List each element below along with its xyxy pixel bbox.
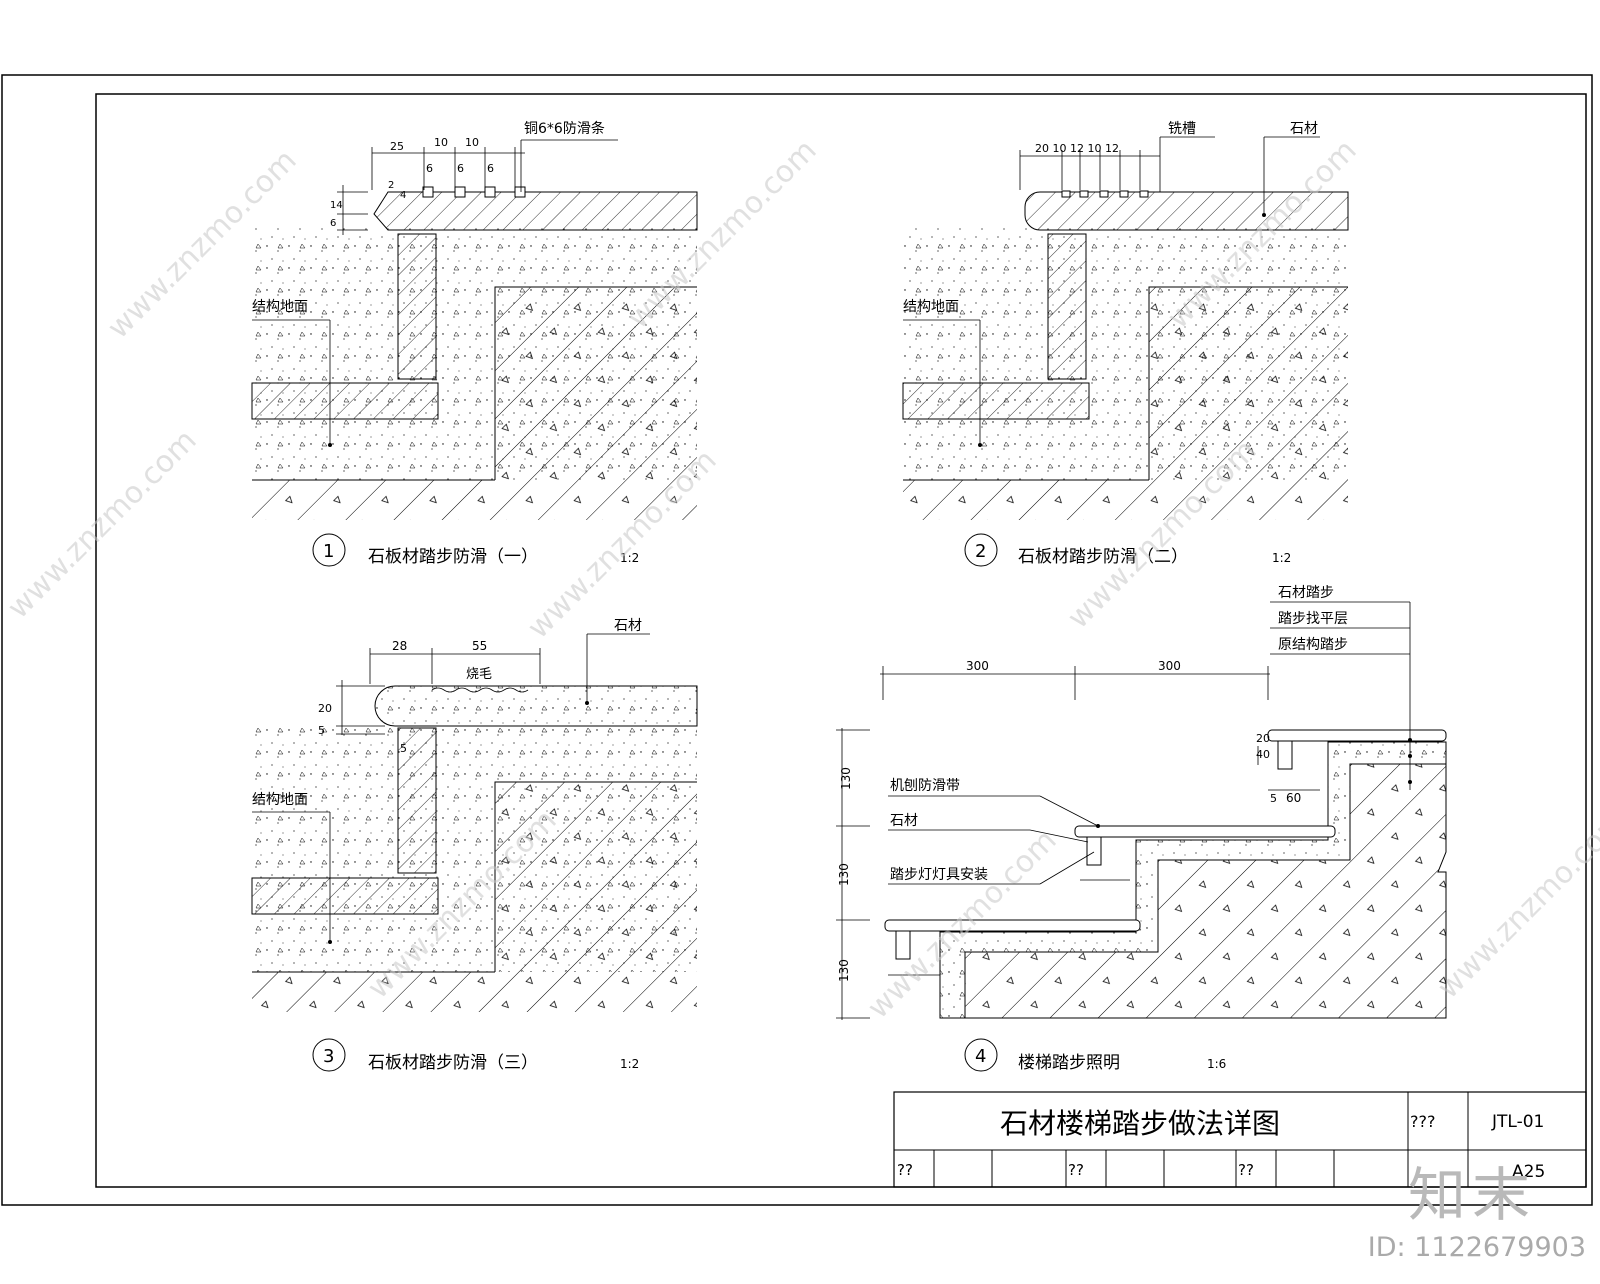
detail-4-dim-40: 40 [1256,748,1270,761]
detail-4-leveling-layer [939,741,1447,1019]
detail-3: 28 55 烧毛 20 5 5 石材 结构地面 3 石板材踏步防滑（三） 1:2 [251,618,698,1073]
detail-3-dim-v20: 20 [318,702,332,715]
detail-4-dim-20: 20 [1256,732,1270,745]
watermark-text: www.znzmo.com [1,423,204,626]
brand-logo: 知末 [1408,1161,1537,1229]
detail-4-tread-3 [1267,729,1447,742]
detail-4-dim-5: 5 [1270,792,1277,805]
detail-3-label-stone: 石材 [614,618,642,634]
detail-1-label-floor: 结构地面 [252,299,308,315]
detail-4-number: 4 [975,1046,986,1067]
detail-1-number-circle [312,533,346,567]
detail-4-lamp-3 [1277,740,1293,770]
detail-2-label-stone: 石材 [1290,121,1318,137]
outer-frame [1,74,1593,1206]
detail-4-tread-1 [884,919,1141,932]
detail-3-floor-stone [251,877,439,915]
detail-3-dim-28: 28 [392,639,407,653]
title-block-code: JTL-01 [1491,1112,1544,1132]
detail-1-structure [252,287,697,520]
detail-1-riser [397,233,437,380]
detail-2-dim-chain: 20 10 12 10 12 [1035,142,1119,155]
detail-1-scale: 1:2 [620,551,639,565]
title-block-label-q4: ?? [1238,1161,1254,1179]
detail-4-dim-130c: 130 [837,959,851,982]
title-block-sheet: A25 [1512,1162,1545,1182]
detail-3-dim-55: 55 [472,639,487,653]
detail-1-note-copper-strip: 铜6*6防滑条 [524,120,605,137]
detail-3-label-floor: 结构地面 [252,792,308,808]
title-block-label-q2: ?? [897,1161,913,1179]
detail-4-label-tread: 石材踏步 [1278,585,1334,601]
detail-1-dim-25: 25 [390,140,404,153]
detail-4-tread-2 [1074,825,1336,838]
detail-2-riser [1047,233,1087,380]
detail-4-scale: 1:6 [1207,1057,1226,1071]
image-id-label: ID: 1122679903 [1367,1232,1586,1263]
detail-4-label-stone: 石材 [890,813,918,829]
detail-2-stone-tread [1024,191,1349,231]
detail-1-dim-v14: 14 [330,200,343,211]
detail-4-dim-130b: 130 [837,863,851,886]
detail-2-scale: 1:2 [1272,551,1291,565]
detail-3-title: 石板材踏步防滑（三） [368,1053,538,1073]
detail-2-structure [903,287,1348,520]
detail-4-label-lamp: 踏步灯灯具安装 [890,867,988,883]
watermark-text: www.znzmo.com [1431,803,1600,1006]
detail-4-number-circle [964,1038,998,1072]
detail-4-dim-300b: 300 [1158,659,1181,673]
detail-4-structure [964,763,1447,1019]
inner-frame [95,93,1587,1188]
detail-1-dim-v6: 6 [330,218,336,229]
detail-1-stone-tread [373,191,698,231]
detail-4-title: 楼梯踏步照明 [1018,1053,1120,1073]
detail-4: 300 300 130 130 130 40 20 5 60 石材踏步 踏步找平… [836,585,1447,1073]
detail-1-dim-6b: 6 [457,162,464,175]
detail-4-dim-300a: 300 [966,659,989,673]
title-block-label-q3: ?? [1068,1161,1084,1179]
detail-1-dim-6c: 6 [487,162,494,175]
detail-3-number-circle [312,1038,346,1072]
detail-3-scale: 1:2 [620,1057,639,1071]
detail-1-dim-10a: 10 [434,136,448,149]
detail-3-riser [397,727,437,874]
detail-4-dim-130a: 130 [839,767,853,790]
detail-2-title: 石板材踏步防滑（二） [1018,547,1188,567]
detail-4-lamp-2 [1086,836,1102,866]
title-block [893,1091,1587,1188]
detail-2-number-circle [964,533,998,567]
detail-2-number: 2 [975,541,986,562]
detail-1-floor-stone [251,382,439,420]
detail-1-dim-v2: 2 [388,180,394,191]
detail-4-dim-60: 60 [1286,791,1301,805]
detail-1-number: 1 [323,541,334,562]
detail-1: 25 10 10 6 6 6 2 4 14 6 铜6*6防滑条 结构地面 1 石… [251,120,698,567]
detail-4-label-level: 踏步找平层 [1278,611,1348,627]
detail-2: 20 10 12 10 12 铣槽 石材 结构地面 2 石板材踏步防滑（二） 1… [902,121,1349,567]
detail-2-label-groove: 铣槽 [1168,121,1196,137]
detail-3-stone-tread [374,685,698,727]
detail-3-dim-h5: 5 [400,742,407,755]
detail-3-structure [252,782,697,1012]
detail-3-number: 3 [323,1046,334,1067]
detail-1-title: 石板材踏步防滑（一） [368,547,538,567]
detail-1-dim-10b: 10 [465,136,479,149]
detail-1-dim-v4: 4 [400,190,406,201]
detail-3-label-rough: 烧毛 [466,667,492,682]
detail-4-label-orig: 原结构踏步 [1278,637,1348,653]
detail-4-label-strip: 机刨防滑带 [890,777,960,794]
detail-1-dim-6a: 6 [426,162,433,175]
detail-4-lamp-1 [895,930,911,960]
detail-3-dim-v5: 5 [318,724,325,737]
detail-2-label-floor: 结构地面 [903,299,959,315]
detail-2-floor-stone [902,382,1090,420]
title-block-label-q1: ??? [1410,1112,1435,1131]
title-block-title: 石材楼梯踏步做法详图 [1000,1107,1280,1140]
